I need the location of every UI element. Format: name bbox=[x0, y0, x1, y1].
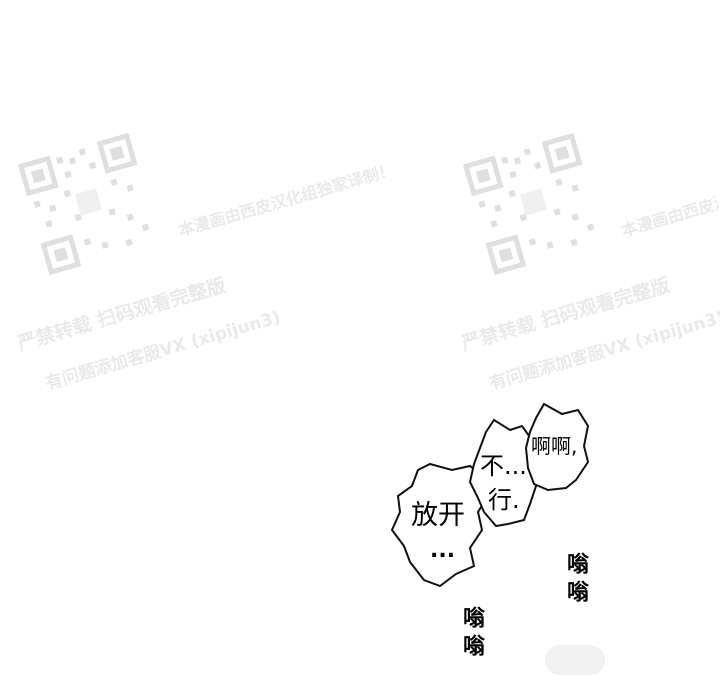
bubble-no-line-1: 不... bbox=[480, 452, 527, 480]
bubble-release-text: 放开 bbox=[411, 500, 465, 531]
sfx-buzz-left: 嗡嗡 bbox=[459, 606, 485, 662]
bubble-ah-outline bbox=[524, 402, 590, 492]
qr-code-icon bbox=[17, 132, 150, 276]
bubble-ah-text: 啊啊, bbox=[531, 434, 578, 458]
bubble-no-line-2: 行. bbox=[488, 486, 520, 514]
qr-code-icon bbox=[462, 132, 595, 276]
sfx-buzz-right: 嗡嗡 bbox=[563, 552, 589, 608]
faint-mark bbox=[545, 645, 605, 675]
bubble-release-ellipsis: ... bbox=[430, 538, 456, 563]
